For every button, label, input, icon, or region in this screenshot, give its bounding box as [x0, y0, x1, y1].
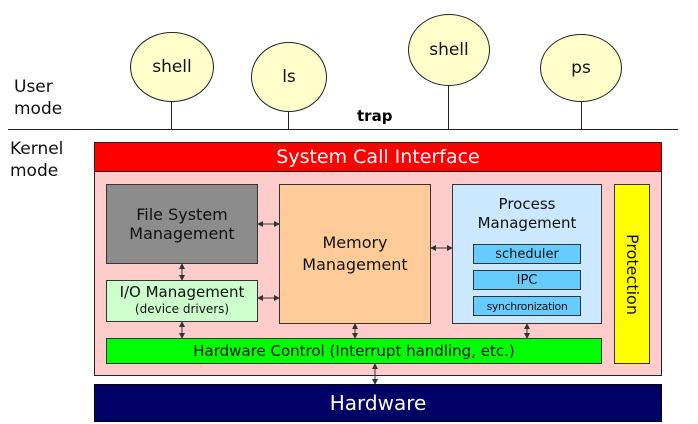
- process-bubble-shell-1: shell: [130, 32, 214, 102]
- process-bubble-ps: ps: [540, 34, 622, 102]
- hardware-box: Hardware: [94, 384, 662, 422]
- mode-divider: [8, 129, 678, 130]
- process-stem: [581, 96, 582, 130]
- trap-label: trap: [357, 107, 393, 125]
- synchronization-box: synchronization: [473, 296, 581, 316]
- kernel-mode-label: Kernel mode: [10, 139, 64, 181]
- protection-box: Protection: [614, 184, 650, 364]
- process-bubble-shell-2: shell: [408, 14, 490, 86]
- hardware-control: Hardware Control (Interrupt handling, et…: [106, 338, 602, 364]
- file-system-management: File System Management: [106, 184, 258, 264]
- process-stem: [171, 96, 172, 130]
- system-call-interface: System Call Interface: [94, 142, 662, 172]
- io-management: I/O Management (device drivers): [106, 280, 258, 322]
- memory-management: Memory Management: [279, 184, 431, 324]
- process-stem: [288, 106, 289, 130]
- process-stem: [448, 80, 449, 130]
- ipc-box: IPC: [473, 270, 581, 290]
- user-mode-label: User mode: [14, 77, 63, 119]
- scheduler-box: scheduler: [473, 244, 581, 264]
- process-bubble-ls: ls: [251, 42, 327, 112]
